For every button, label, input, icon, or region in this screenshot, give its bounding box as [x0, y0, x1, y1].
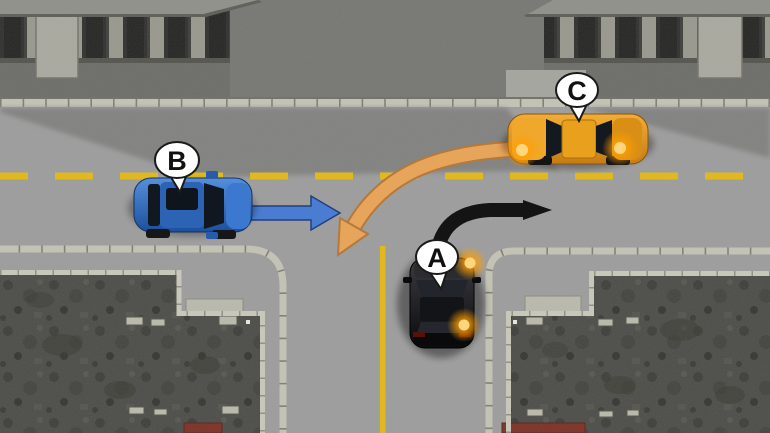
mirror	[206, 171, 218, 178]
path-arrow-c	[336, 140, 517, 257]
windshield	[204, 183, 224, 229]
rear-window	[148, 184, 160, 226]
car-b	[128, 171, 256, 239]
hood	[226, 183, 250, 229]
car-c	[502, 113, 654, 169]
tail-light	[413, 332, 425, 337]
roof-glass	[166, 188, 198, 210]
arrowhead-c	[336, 216, 370, 257]
arrowhead-a	[523, 200, 552, 220]
label-bubble-a: A	[415, 239, 459, 292]
label-bubble-b: B	[154, 141, 200, 195]
path-arrow-b	[247, 194, 342, 232]
car-roof	[561, 119, 597, 159]
label-a: A	[427, 243, 447, 273]
car-a	[397, 246, 487, 358]
label-c: C	[567, 76, 587, 106]
wheel	[146, 229, 170, 238]
mirror	[206, 232, 218, 239]
mirror	[403, 277, 412, 283]
windshield	[546, 119, 562, 159]
label-b: B	[167, 146, 187, 176]
arrowhead-b	[247, 194, 342, 232]
label-bubble-c: C	[555, 72, 599, 124]
